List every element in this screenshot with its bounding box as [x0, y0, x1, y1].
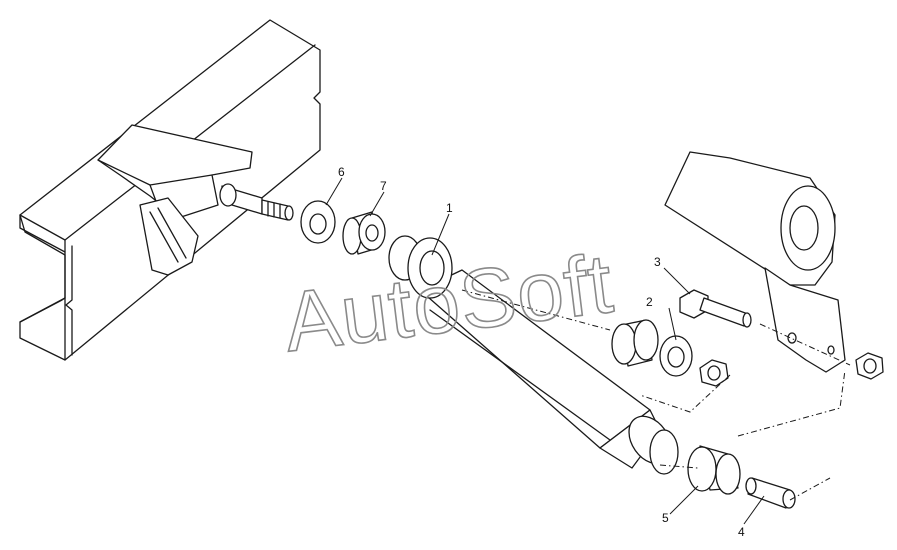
nut-middle: [699, 359, 729, 387]
callout-5: 5: [662, 511, 669, 525]
callout-labels: 1 2 3 4 5 6 7: [338, 165, 745, 539]
callout-6: 6: [338, 165, 345, 179]
part-5-bushing: [687, 445, 741, 495]
part-1-shock-absorber: [388, 235, 672, 469]
callout-1: 1: [446, 201, 453, 215]
leader-lines: [325, 177, 765, 525]
part-lower-bushing-assembly: [611, 319, 659, 367]
callout-3: 3: [654, 255, 661, 269]
mounting-bracket: [97, 124, 294, 276]
part-3-bolt: [679, 289, 752, 328]
part-2-washer: [659, 335, 693, 377]
part-7-bushing: [342, 211, 386, 255]
part-6-washer: [300, 200, 336, 244]
nut-right: [855, 352, 884, 380]
spring-eye-bracket: [664, 151, 846, 373]
part-4-sleeve: [745, 477, 796, 509]
lower-eye-bushing: [649, 429, 679, 475]
center-lines: [461, 289, 851, 501]
callout-2: 2: [646, 295, 653, 309]
callout-4: 4: [738, 525, 745, 539]
callout-7: 7: [380, 179, 387, 193]
